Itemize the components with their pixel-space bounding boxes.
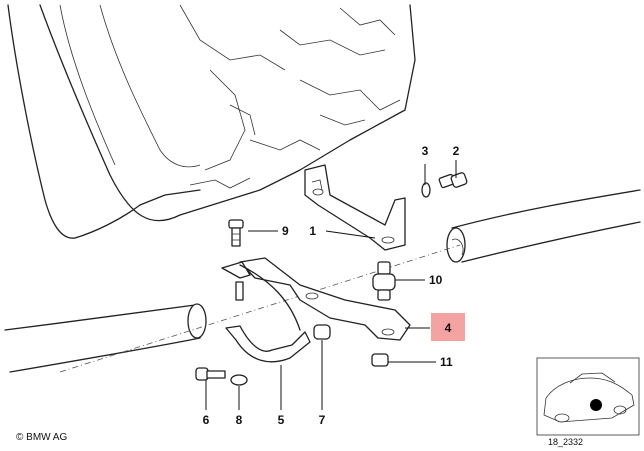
callout-5: 5	[278, 413, 285, 427]
upper-bracket	[304, 164, 406, 251]
car-location-icon	[590, 399, 602, 411]
clamp-part-5	[221, 261, 311, 363]
transmission-housing	[7, 4, 416, 239]
bolt-part-9	[228, 219, 244, 247]
exhaust-pipe-right	[446, 189, 641, 263]
callout-3: 3	[422, 144, 429, 158]
hanger-bracket-part-4	[239, 257, 411, 341]
callout-11: 11	[440, 355, 453, 369]
rubber-mount-part-10	[372, 261, 396, 301]
leader-lines	[205, 160, 457, 410]
bolt-part-2	[438, 172, 468, 189]
callout-8: 8	[236, 413, 243, 427]
nut-part-7	[313, 324, 331, 340]
nut-part-11	[371, 353, 389, 367]
callout-4: 4	[445, 321, 452, 335]
callout-2: 2	[453, 144, 460, 158]
copyright-text: © BMW AG	[16, 432, 68, 443]
washer-part-8	[230, 374, 248, 386]
callout-9: 9	[282, 224, 289, 238]
washer-part-3	[421, 182, 431, 198]
callout-10: 10	[429, 273, 443, 287]
callout-1: 1	[309, 224, 316, 238]
callout-6: 6	[203, 413, 210, 427]
bolt-part-6	[195, 367, 226, 381]
callout-7: 7	[319, 413, 326, 427]
callout-labels: 1 2 3 4 5 6 7 8 9 10 11	[203, 144, 465, 427]
callout-4-highlight	[431, 313, 465, 341]
diagram-id: 18_2332	[548, 437, 584, 447]
exhaust-pipe-left	[4, 303, 207, 373]
car-location-thumbnail	[536, 357, 640, 436]
